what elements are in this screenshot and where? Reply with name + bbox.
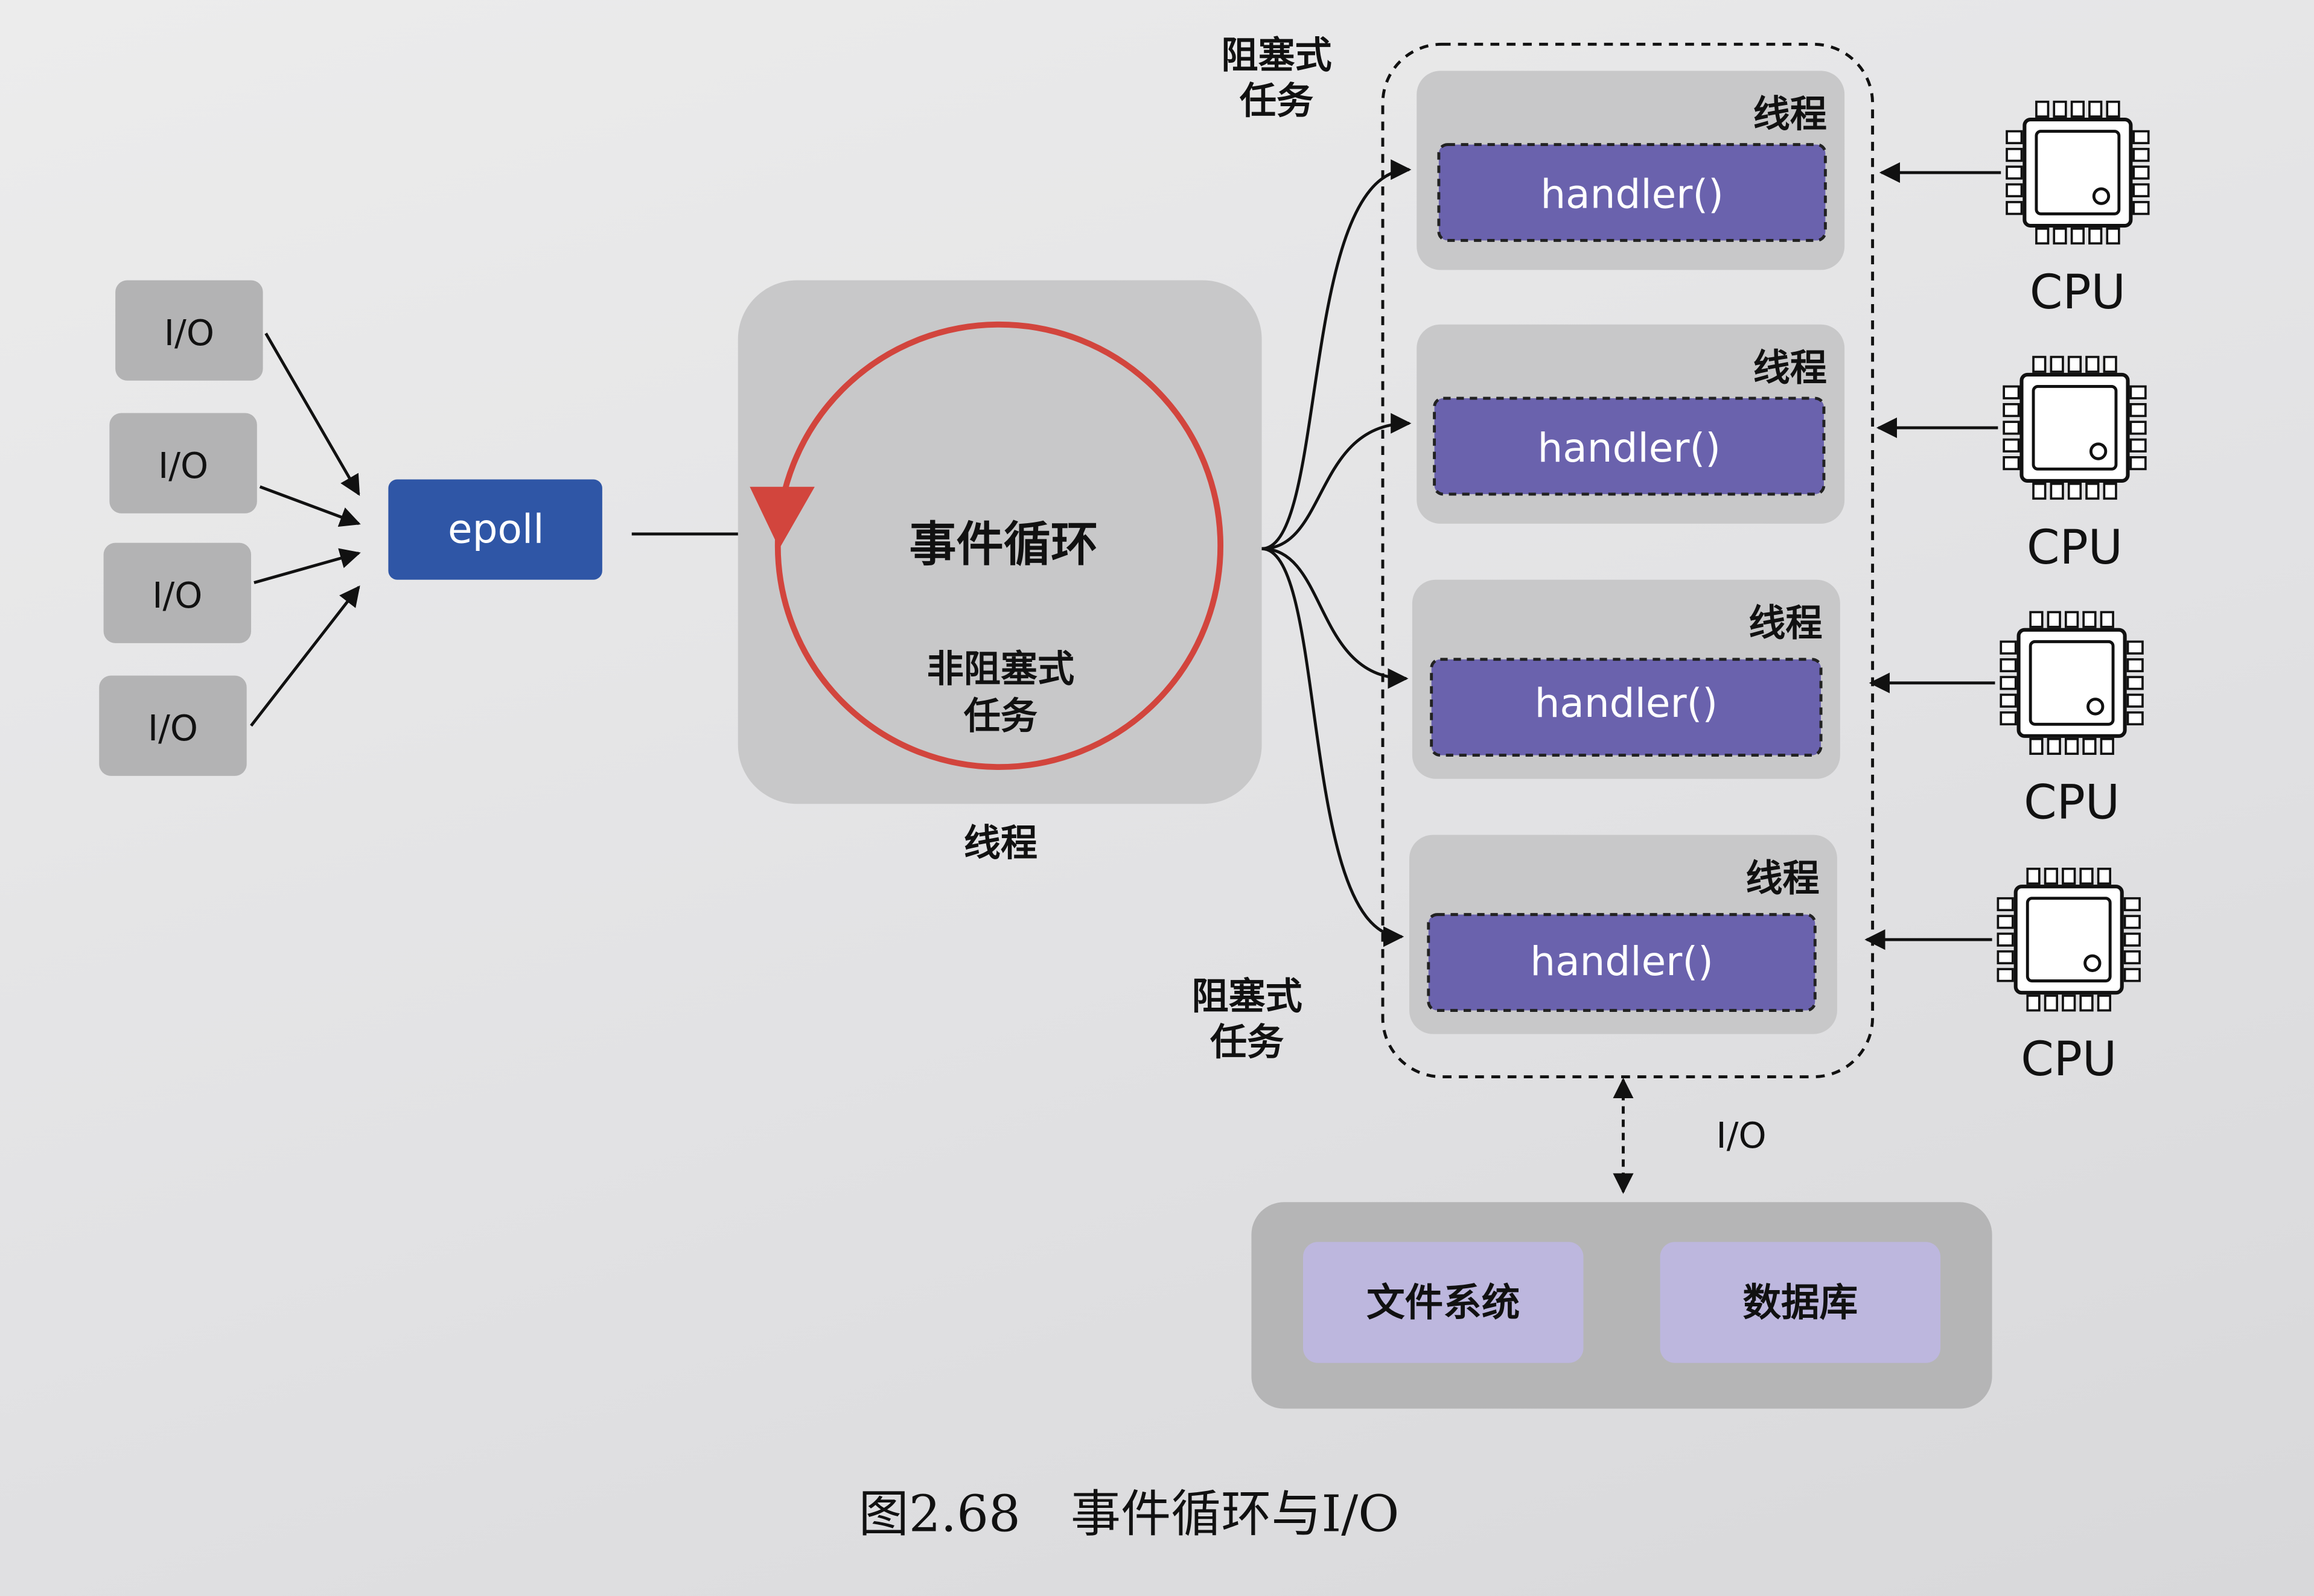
thread-3: 线程 handler() xyxy=(1412,579,1840,779)
io-label: I/O xyxy=(158,445,208,486)
loop-ring xyxy=(774,321,1224,771)
thread-1: 线程 handler() xyxy=(1417,71,1845,270)
cpu-group: CPU CPU CPU CPU xyxy=(1864,100,2150,1087)
figure-caption: 图2.68 事件循环与I/O xyxy=(859,1484,1400,1543)
event-loop-title: 事件循环 xyxy=(909,517,1098,572)
io-source-3: I/O xyxy=(103,542,252,643)
thread-pool-container xyxy=(1381,42,1875,1078)
cpu-label: CPU xyxy=(2021,1032,2117,1087)
thread-label: 线程 xyxy=(1753,347,1827,390)
cpu-chip-icon xyxy=(2006,100,2150,245)
io-source-1: I/O xyxy=(115,280,263,381)
io-source-2: I/O xyxy=(109,413,257,513)
blocking-top-line1: 阻塞式 xyxy=(1221,34,1331,77)
database-box xyxy=(1660,1242,1941,1363)
epoll-box: epoll xyxy=(388,479,602,580)
handler-box xyxy=(1430,658,1823,757)
filesystem-label: 文件系统 xyxy=(1366,1280,1520,1325)
handler-label: handler() xyxy=(1530,938,1713,985)
cpu-chip-icon xyxy=(1997,868,2141,1012)
blocking-top-line2: 任务 xyxy=(1240,80,1313,122)
database-label: 数据库 xyxy=(1742,1280,1858,1325)
nonblocking-task-line2: 任务 xyxy=(964,695,1037,738)
handler-label: handler() xyxy=(1540,171,1724,218)
blocking-bottom-line2: 任务 xyxy=(1210,1021,1284,1064)
event-loop-thread-label: 线程 xyxy=(964,822,1037,865)
filesystem-box xyxy=(1303,1242,1584,1363)
cpu-4: CPU xyxy=(1864,868,2141,1087)
nonblocking-task-line1: 非阻塞式 xyxy=(927,647,1074,690)
cpu-label: CPU xyxy=(2024,775,2120,830)
storage-box: 文件系统 数据库 xyxy=(1251,1202,1992,1409)
io-label: I/O xyxy=(164,313,214,354)
io-source-4: I/O xyxy=(99,675,247,776)
cpu-chip-icon xyxy=(2003,355,2147,500)
cpu-label: CPU xyxy=(2027,520,2123,575)
thread-2: 线程 handler() xyxy=(1417,324,1845,524)
thread-4: 线程 handler() xyxy=(1409,835,1837,1034)
cpu-label: CPU xyxy=(2030,265,2126,320)
io-label: I/O xyxy=(148,708,198,749)
thread-label: 线程 xyxy=(1753,93,1827,136)
cpu-3: CPU xyxy=(1869,611,2144,830)
cpu-chip-icon xyxy=(2000,611,2144,755)
io-label: I/O xyxy=(152,575,202,616)
cpu-1: CPU xyxy=(1879,100,2150,320)
loop-to-thread-arrows xyxy=(1261,159,1412,947)
handler-box xyxy=(1437,143,1827,242)
thread-label: 线程 xyxy=(1748,602,1822,645)
epoll-label: epoll xyxy=(448,506,544,553)
thread-label: 线程 xyxy=(1745,857,1819,900)
handler-label: handler() xyxy=(1537,425,1721,471)
blocking-bottom-line1: 阻塞式 xyxy=(1191,975,1302,1018)
io-to-epoll-arrows xyxy=(250,332,361,727)
cpu-2: CPU xyxy=(1876,355,2147,575)
event-loop-box: 事件循环 非阻塞式 任务 xyxy=(738,280,1262,804)
loop-arrowhead-icon xyxy=(750,486,815,549)
handler-box xyxy=(1433,396,1826,496)
handler-label: handler() xyxy=(1535,680,1718,726)
io-link-label: I/O xyxy=(1716,1115,1766,1156)
handler-box xyxy=(1427,913,1817,1012)
